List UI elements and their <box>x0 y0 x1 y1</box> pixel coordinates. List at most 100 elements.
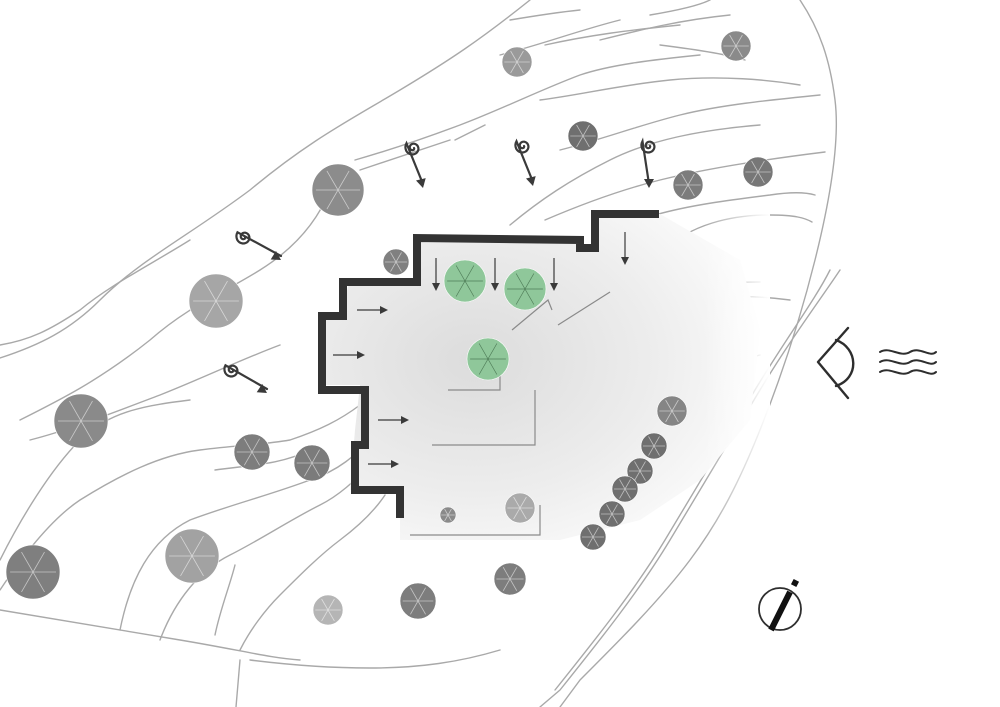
tree-texture <box>402 587 434 615</box>
tree-texture <box>447 265 483 297</box>
contour-line <box>559 94 821 151</box>
existing-tree <box>311 163 365 217</box>
partition-line <box>410 505 541 536</box>
site-boundary-left <box>0 0 531 359</box>
tree-texture <box>193 280 239 322</box>
right-arrow <box>378 416 409 424</box>
spiral-arrow-icon <box>640 137 656 188</box>
site-boundary-right <box>559 0 837 707</box>
contour-line <box>119 439 371 631</box>
tree-texture <box>496 567 524 591</box>
contour-line <box>359 139 451 171</box>
existing-tree <box>399 582 437 620</box>
contour-line <box>214 564 236 636</box>
tree-texture <box>723 34 749 58</box>
existing-tree <box>493 562 527 596</box>
contour-line <box>539 77 801 101</box>
existing-tree <box>53 393 109 449</box>
contour-line <box>249 649 501 669</box>
retaining-wall <box>318 210 659 518</box>
contour-line <box>354 54 701 161</box>
spiral-arrow-icon <box>223 363 269 393</box>
existing-tree <box>164 528 220 584</box>
contour-line <box>599 14 731 41</box>
existing-tree <box>439 506 457 524</box>
existing-tree <box>598 500 626 528</box>
tree-texture <box>470 343 506 375</box>
existing-tree <box>188 273 244 329</box>
down-arrow <box>432 258 440 291</box>
spiral-arrow-icon <box>235 230 283 260</box>
right-arrow <box>368 460 399 468</box>
floor-fade <box>550 214 770 544</box>
spiral-arrow-icon <box>514 138 536 186</box>
contour-line <box>235 659 241 707</box>
interior-wind-arrows <box>333 232 629 468</box>
trees-layer <box>5 30 774 626</box>
existing-tree <box>504 492 536 524</box>
tree-texture <box>10 551 56 593</box>
north-arrow-icon <box>758 578 802 632</box>
tree-texture <box>643 436 665 456</box>
existing-tree <box>382 248 410 276</box>
tree-texture <box>570 124 596 148</box>
contour-line <box>19 189 331 421</box>
existing-tree <box>579 523 607 551</box>
contour-line <box>0 239 191 346</box>
wind-spiral-arrows <box>223 137 656 393</box>
tree-texture <box>601 504 623 524</box>
existing-tree <box>626 457 654 485</box>
partition-line <box>432 390 536 446</box>
down-arrow <box>491 258 499 291</box>
tree-texture <box>507 273 543 305</box>
contour-line <box>509 9 581 21</box>
contour-line <box>454 124 486 141</box>
tree-texture <box>504 50 530 74</box>
existing-tree <box>742 156 774 188</box>
interior-partitions <box>410 291 611 536</box>
contour-line <box>0 404 361 591</box>
tree-texture <box>236 438 268 466</box>
existing-tree <box>567 120 599 152</box>
wave-lines-icon <box>879 349 937 375</box>
down-arrow <box>621 232 629 265</box>
tree-texture <box>614 479 636 499</box>
existing-tree <box>611 475 639 503</box>
proposed-tree <box>466 337 510 381</box>
proposed-tree <box>503 267 547 311</box>
contour-line <box>544 151 826 221</box>
existing-tree <box>656 395 688 427</box>
tree-texture <box>58 400 104 442</box>
partition-line <box>448 370 501 391</box>
tree-texture <box>169 535 215 577</box>
existing-tree <box>233 433 271 471</box>
contour-line <box>509 124 761 226</box>
proposed-tree <box>443 259 487 303</box>
down-arrow <box>550 258 558 291</box>
spiral-arrow-icon <box>404 140 426 188</box>
tree-texture <box>507 496 533 520</box>
tree-texture <box>384 252 408 272</box>
partition-line <box>557 291 611 326</box>
contour-line <box>159 469 366 641</box>
tree-texture <box>629 461 651 481</box>
tree-texture <box>315 598 341 622</box>
tree-texture <box>441 508 455 522</box>
tree-texture <box>745 160 771 184</box>
contour-line <box>654 192 816 216</box>
contour-line <box>239 494 386 651</box>
existing-tree <box>501 46 533 78</box>
tree-texture <box>675 173 701 197</box>
existing-tree <box>293 444 331 482</box>
tree-texture <box>659 399 685 423</box>
contour-line <box>649 0 711 16</box>
tree-texture <box>315 170 361 210</box>
partition-line <box>511 299 553 331</box>
existing-tree <box>672 169 704 201</box>
right-arrow <box>333 351 365 359</box>
existing-tree <box>5 544 61 600</box>
tree-texture <box>582 527 604 547</box>
existing-tree <box>640 432 668 460</box>
building-footprint <box>318 210 770 544</box>
